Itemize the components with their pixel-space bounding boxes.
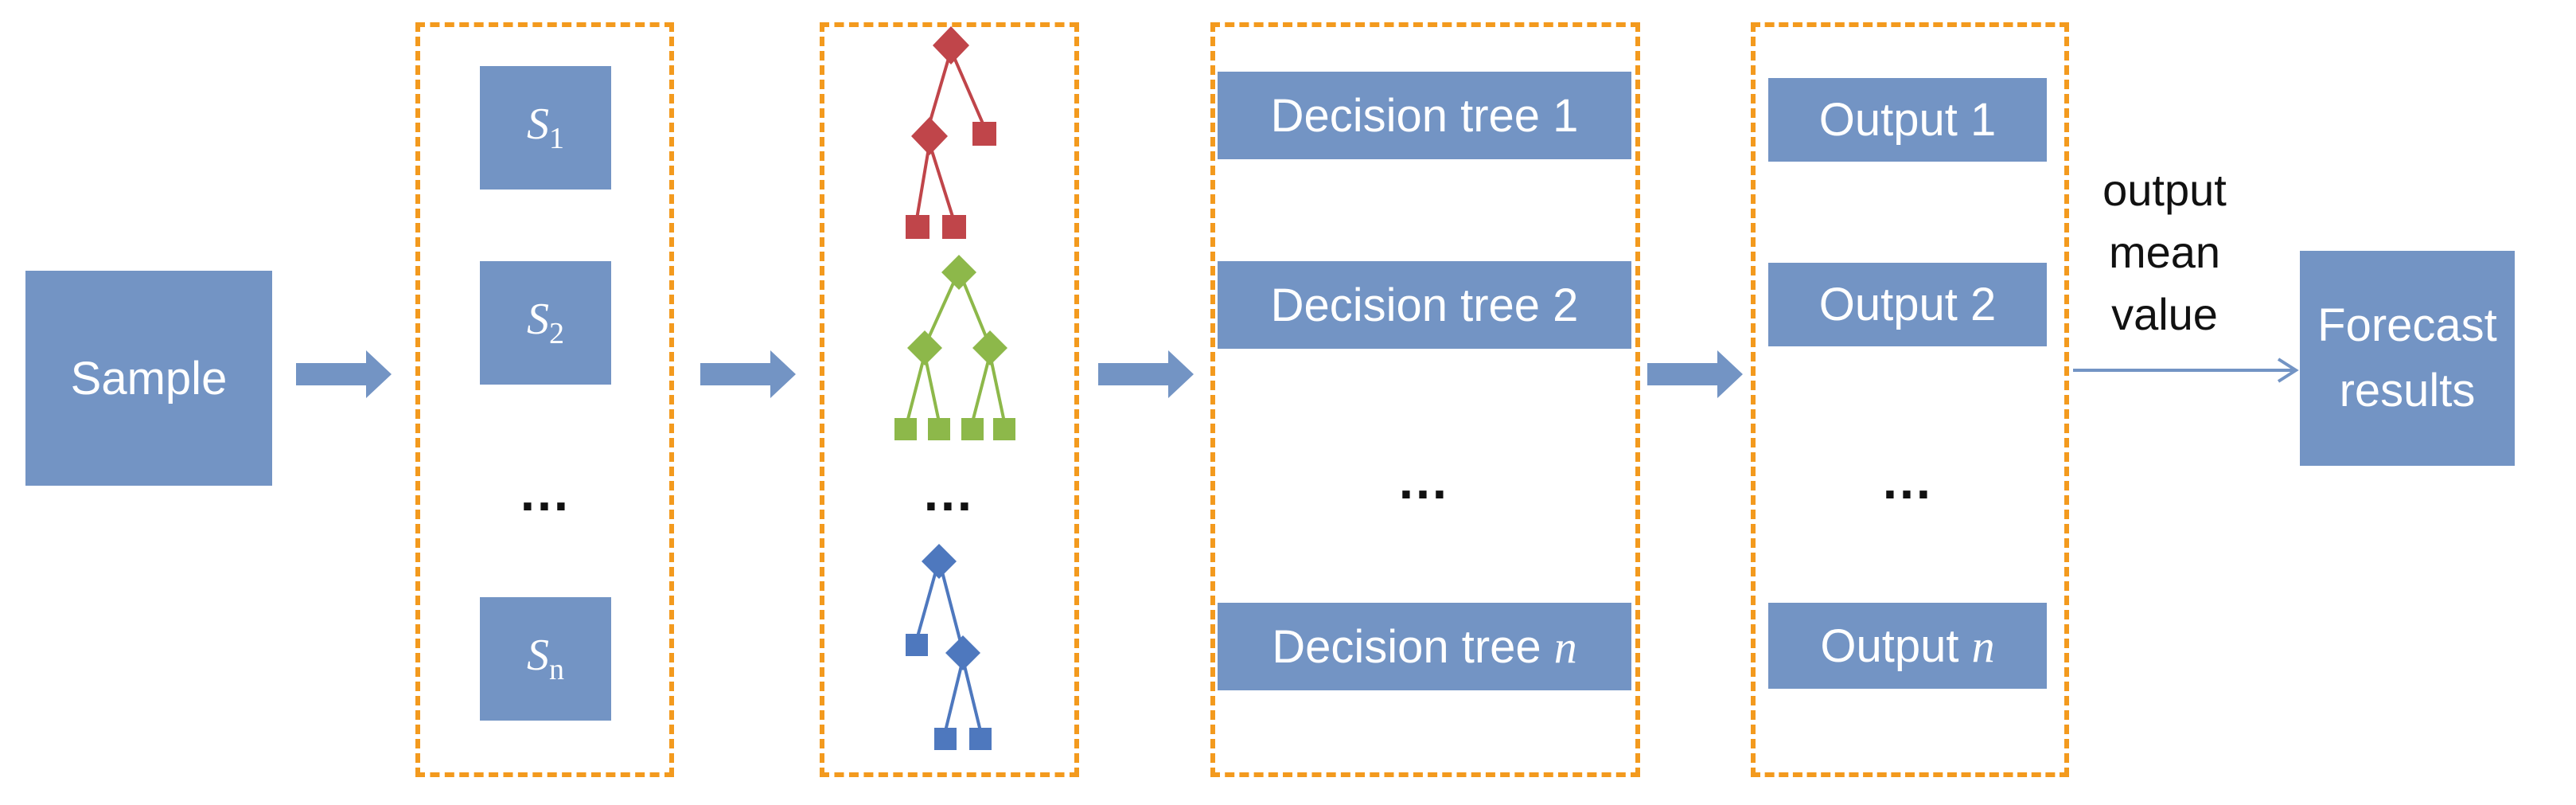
green-tree-icon xyxy=(894,255,1015,440)
decision-tree-label-1: Decision tree 1 xyxy=(1270,89,1579,142)
trees-ellipsis: … xyxy=(922,463,977,522)
subset-label-n: Sn xyxy=(527,631,564,687)
decision-tree-label-n: Decision tree n xyxy=(1272,620,1577,673)
forecast-line-2: results xyxy=(2339,365,2476,416)
red-tree-icon xyxy=(906,26,996,239)
decision-trees-ellipsis: … xyxy=(1397,451,1452,510)
thin-arrow-to-forecast xyxy=(2073,358,2299,383)
subset-box-n: Sn xyxy=(480,597,611,721)
mean-label-line-3: value xyxy=(2111,289,2218,339)
subset-box-1: S1 xyxy=(480,66,611,190)
decision-tree-box-n: Decision tree n xyxy=(1218,603,1631,690)
subset-label-2: S2 xyxy=(527,295,564,351)
subsets-group xyxy=(415,22,674,777)
outputs-ellipsis: … xyxy=(1880,451,1936,510)
output-label-2: Output 2 xyxy=(1818,279,1997,330)
decision-tree-label-2: Decision tree 2 xyxy=(1270,279,1579,331)
output-box-1: Output 1 xyxy=(1768,78,2047,162)
decision-tree-box-2: Decision tree 2 xyxy=(1218,261,1631,349)
blue-tree-icon xyxy=(906,544,992,750)
decision-tree-box-1: Decision tree 1 xyxy=(1218,72,1631,159)
forecast-results-box: Forecast results xyxy=(2300,251,2515,466)
sample-label: Sample xyxy=(70,352,228,404)
output-label-1: Output 1 xyxy=(1818,94,1997,146)
subset-label-1: S1 xyxy=(527,100,564,156)
mean-label-line-2: mean xyxy=(2108,227,2221,277)
output-label-n: Output n xyxy=(1820,619,1995,672)
arrow-trees-to-decision xyxy=(1098,350,1194,398)
arrow-subsets-to-trees xyxy=(700,350,796,398)
mean-label-line-1: output xyxy=(2102,165,2227,215)
trees-group xyxy=(820,22,1079,777)
output-box-2: Output 2 xyxy=(1768,263,2047,346)
arrow-decision-to-outputs xyxy=(1647,350,1743,398)
subset-box-2: S2 xyxy=(480,261,611,385)
outputs-group xyxy=(1751,22,2069,777)
subsets-ellipsis: … xyxy=(518,463,574,522)
output-box-n: Output n xyxy=(1768,603,2047,689)
arrow-sample-to-subsets xyxy=(296,350,392,398)
sample-box: Sample xyxy=(25,271,272,486)
output-mean-value-label: output mean value xyxy=(2069,159,2260,346)
forecast-line-1: Forecast xyxy=(2317,299,2497,351)
decision-trees-group xyxy=(1210,22,1640,777)
